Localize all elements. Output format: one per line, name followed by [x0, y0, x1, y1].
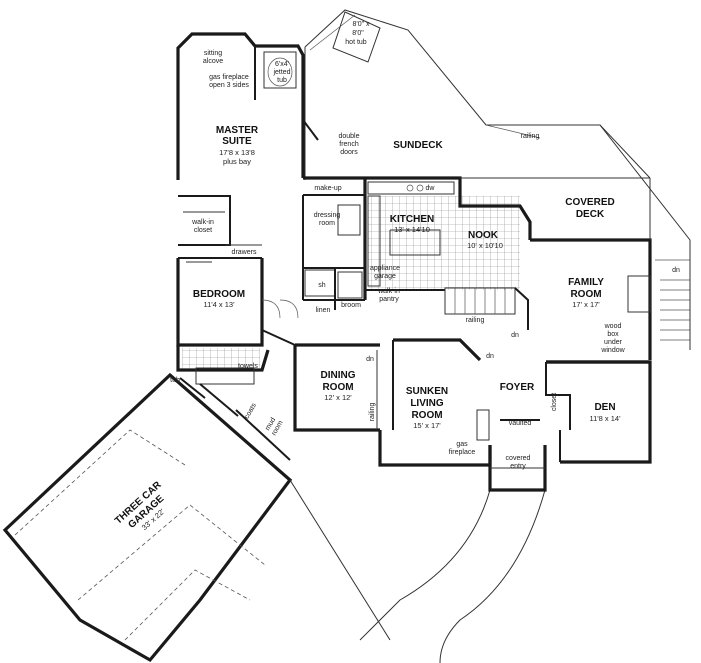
hot-tub-note-3: hot tub [345, 39, 367, 46]
den-walls [545, 360, 652, 464]
sitting-alcove-1: sitting [204, 50, 222, 57]
family-name-2: ROOM [570, 289, 601, 300]
kitchen-dims: 13' x 14'10 [394, 225, 430, 234]
sundeck-name: SUNDECK [393, 140, 443, 151]
linen: linen [316, 307, 331, 314]
family-dims: 17' x 17' [572, 300, 600, 309]
towels: towels [238, 363, 258, 370]
plan-notes: 8'0" x 8'0" hot tub sitting alcove gas f… [170, 21, 680, 470]
walk-in-closet-2: closet [194, 227, 212, 234]
stair [444, 287, 529, 330]
drawers: drawers [232, 249, 257, 256]
make-up: make-up [314, 185, 341, 192]
dn-dining: dn [366, 356, 374, 363]
dn-family: dn [672, 267, 680, 274]
closet-den: closet [551, 393, 558, 411]
gas-fireplace-living-2: fireplace [449, 449, 476, 456]
master-closet [178, 195, 262, 259]
nook-name: NOOK [468, 230, 499, 241]
master-dims-2: plus bay [223, 157, 251, 166]
broom: broom [341, 302, 361, 309]
foyer-walls [488, 419, 547, 492]
nook-dims: 10' x 10'10 [467, 241, 503, 250]
gas-fireplace-master-2: open 3 sides [209, 82, 249, 89]
wood-box-2: box [607, 331, 619, 338]
walk-in-pantry-2: pantry [379, 296, 399, 303]
railing-living: railing [369, 403, 376, 422]
living-name-3: ROOM [411, 410, 442, 421]
dining-dims: 12' x 12' [324, 393, 352, 402]
driveway [289, 479, 546, 663]
nook-walls [458, 177, 650, 240]
dressing-room-walls [302, 176, 367, 310]
french-doors-1: double [338, 133, 359, 140]
coats: coats [243, 402, 258, 420]
walk-in-pantry-1: walk-in [377, 288, 400, 295]
covered-entry-1: covered [506, 455, 531, 462]
dn-kitchen: dn [511, 332, 519, 339]
dining-room-walls [293, 343, 380, 432]
wood-box-4: window [600, 347, 625, 354]
hallway-lines [261, 299, 299, 346]
covered-deck-name-2: DECK [576, 209, 605, 220]
appliance-garage-2: garage [374, 273, 396, 280]
garage-walls [2, 372, 293, 663]
tub: tub [170, 377, 180, 384]
master-name-2: SUITE [222, 136, 252, 147]
kitchen-walls [365, 176, 520, 291]
jetted-tub-1: 6'x4' [275, 61, 289, 68]
foyer-name: FOYER [500, 382, 535, 393]
family-name-1: FAMILY [568, 277, 604, 288]
dining-name-1: DINING [321, 370, 356, 381]
railing-deck: railing [521, 133, 540, 140]
covered-deck-name-1: COVERED [565, 197, 614, 208]
dressing-room-2: room [319, 220, 335, 227]
covered-entry-2: entry [510, 463, 526, 470]
hall-bath [176, 345, 270, 417]
hot-tub-note-2: 8'0" [352, 30, 364, 37]
dining-name-2: ROOM [322, 382, 353, 393]
walk-in-closet-1: walk-in [191, 219, 214, 226]
hot-tub-note-1: 8'0" x [352, 21, 370, 28]
living-name-2: LIVING [410, 398, 444, 409]
den-name: DEN [594, 402, 615, 413]
dw: dw [426, 185, 436, 192]
sitting-alcove-2: alcove [203, 58, 223, 65]
hot-tub [332, 11, 381, 63]
french-doors-2: french [339, 141, 359, 148]
dressing-room-1: dressing [314, 212, 341, 219]
appliance-garage-1: appliance [370, 265, 400, 272]
wood-box-3: under [604, 339, 623, 346]
french-doors-3: doors [340, 149, 358, 156]
wood-box-1: wood [604, 323, 622, 330]
gas-fireplace-living-1: gas [456, 441, 468, 448]
bedroom-name: BEDROOM [193, 289, 245, 300]
gas-fireplace-master-1: gas fireplace [209, 74, 249, 81]
jetted-tub-2: jetted [272, 69, 290, 76]
living-dims: 15' x 17' [413, 421, 441, 430]
bedroom-walls [176, 258, 281, 347]
sh: sh [318, 282, 326, 289]
dn-living: dn [486, 353, 494, 360]
master-name-1: MASTER [216, 125, 259, 136]
bedroom-dims: 11'4 x 13' [203, 300, 235, 309]
railing-stair: railing [466, 317, 485, 324]
jetted-tub-3: tub [277, 77, 287, 84]
master-dims-1: 17'8 x 13'8 [219, 148, 255, 157]
den-dims: 11'8 x 14' [589, 414, 621, 423]
vaulted: vaulted [509, 420, 532, 427]
kitchen-name: KITCHEN [390, 214, 434, 225]
master-suite-walls [176, 32, 319, 180]
living-name-1: SUNKEN [406, 386, 448, 397]
